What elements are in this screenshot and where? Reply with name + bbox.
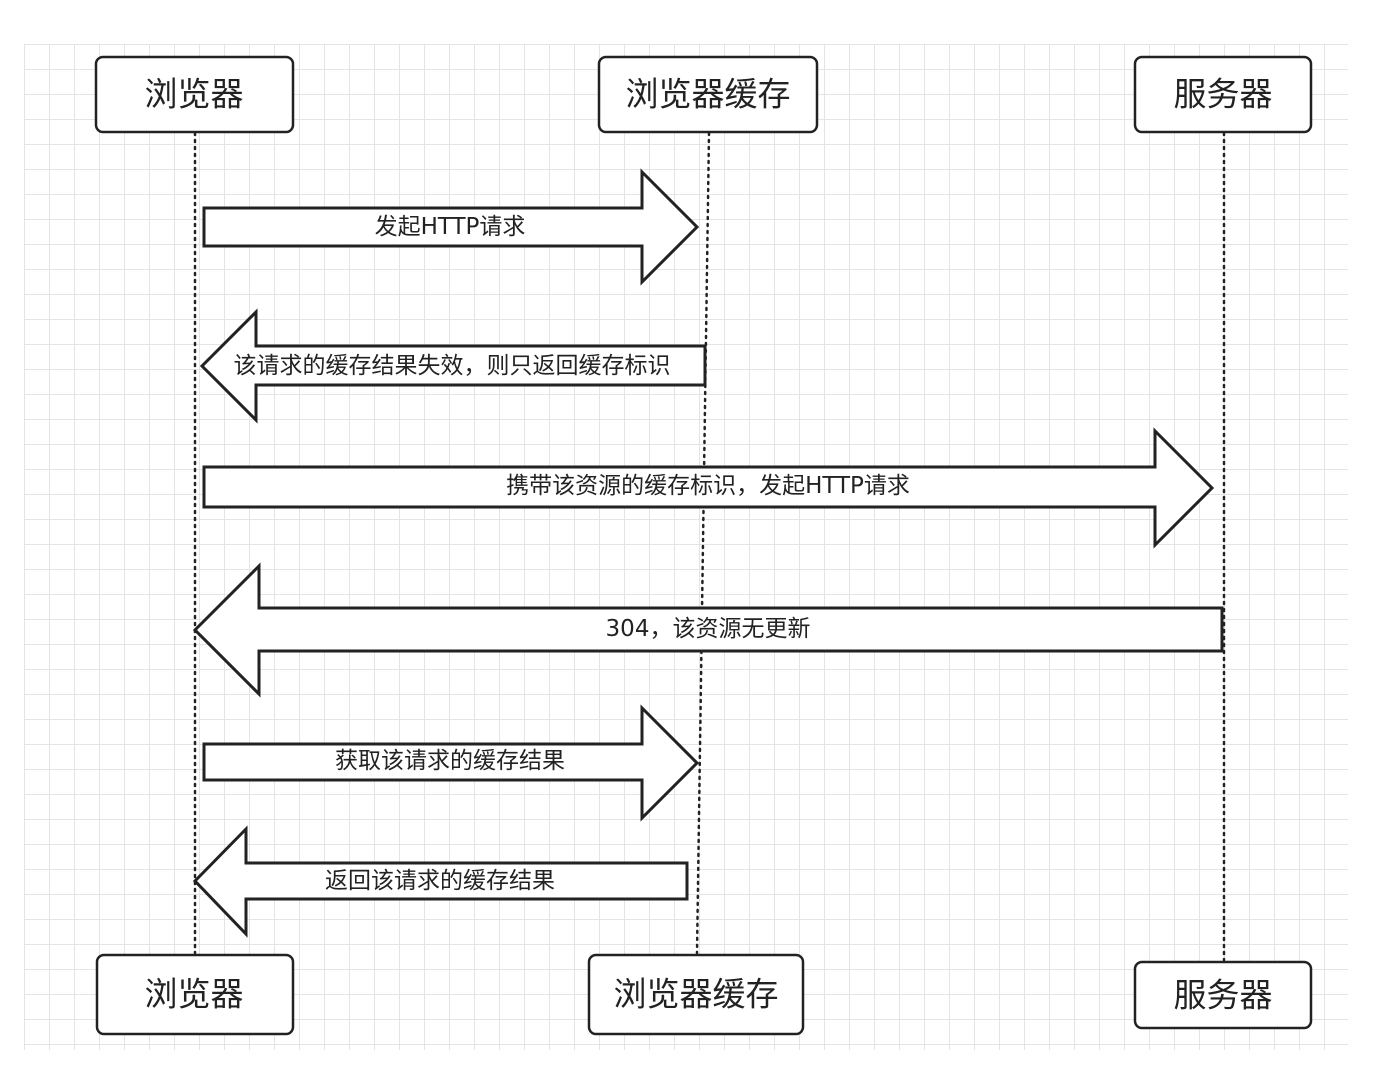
actor-browser-bottom: 浏览器 xyxy=(95,953,295,1036)
message-arrow-3: 携带该资源的缓存标识，发起HTTP请求 xyxy=(202,427,1215,549)
message-arrow-6: 返回该请求的缓存结果 xyxy=(192,825,689,938)
message-6-label: 返回该请求的缓存结果 xyxy=(325,868,555,894)
message-arrow-4: 304，该资源无更新 xyxy=(192,562,1224,698)
actor-cache-top-label: 浏览器缓存 xyxy=(626,75,791,114)
actor-cache-bottom-label: 浏览器缓存 xyxy=(614,975,779,1014)
actor-browser-top: 浏览器 xyxy=(94,55,295,134)
actor-server-bottom: 服务器 xyxy=(1133,960,1313,1030)
actor-server-top-label: 服务器 xyxy=(1174,75,1273,114)
actor-browser-top-label: 浏览器 xyxy=(145,75,244,114)
actor-server-bottom-label: 服务器 xyxy=(1174,976,1273,1015)
lifeline-cache xyxy=(695,131,711,955)
actor-cache-bottom: 浏览器缓存 xyxy=(587,953,805,1036)
actor-server-top: 服务器 xyxy=(1133,55,1313,134)
message-3-label: 携带该资源的缓存标识，发起HTTP请求 xyxy=(506,473,910,499)
message-arrow-5: 获取该请求的缓存结果 xyxy=(202,704,700,822)
message-1-label: 发起HTTP请求 xyxy=(375,214,526,240)
message-arrow-1: 发起HTTP请求 xyxy=(202,168,700,286)
message-5-label: 获取该请求的缓存结果 xyxy=(335,748,565,774)
message-arrow-2: 该请求的缓存结果失效，则只返回缓存标识 xyxy=(199,308,707,424)
message-4-label: 304，该资源无更新 xyxy=(606,616,811,642)
message-2-label: 该请求的缓存结果失效，则只返回缓存标识 xyxy=(234,353,671,379)
actor-browser-bottom-label: 浏览器 xyxy=(145,975,244,1014)
actor-cache-top: 浏览器缓存 xyxy=(597,55,819,134)
